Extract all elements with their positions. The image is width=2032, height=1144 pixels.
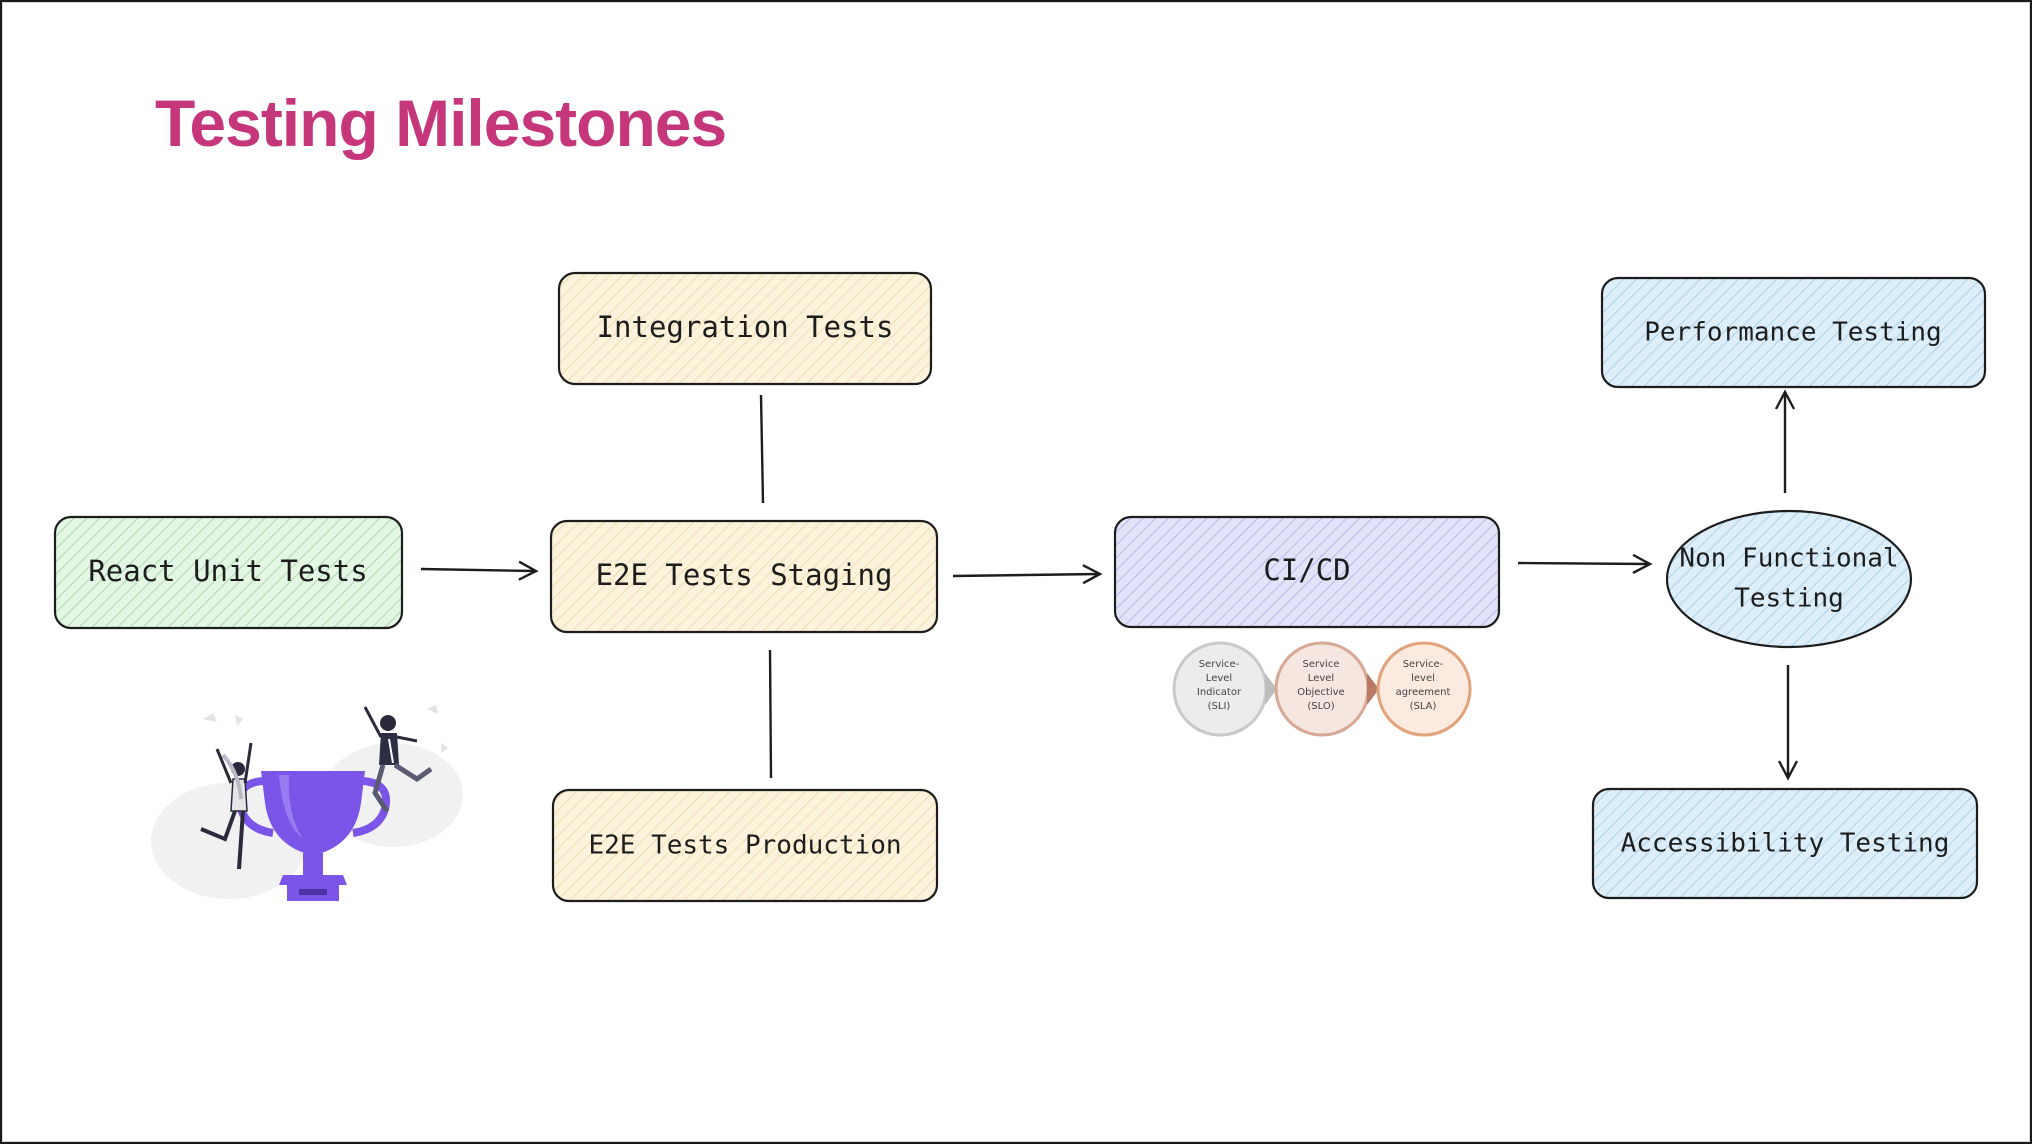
node-label: React Unit Tests [88,554,367,588]
sli-line4: (SLI) [1208,701,1231,712]
node-label: E2E Tests Production [588,831,901,861]
node-react-unit-tests: React Unit Tests [53,515,404,630]
connector-staging-production [768,649,773,779]
slo-line4: (SLO) [1307,701,1334,712]
slo-line2: Level [1308,673,1334,684]
node-label: E2E Tests Staging [596,558,893,592]
node-label-line2: Testing [1734,584,1844,614]
celebrating-person-left-icon [200,742,253,870]
sli-line3: Indicator [1197,687,1242,698]
node-label: Accessibility Testing [1621,829,1950,859]
node-ci-cd: CI/CD [1113,515,1501,629]
node-integration-tests: Integration Tests [557,271,933,386]
slo-line1: Service [1303,659,1340,670]
confetti-icon [203,713,217,722]
sla-circle: Service- level agreement (SLA) [1376,641,1472,737]
service-level-strip: Service- Level Indicator (SLI) Service L… [1166,635,1479,741]
celebrating-person-right-icon [363,706,433,813]
node-e2e-tests-production: E2E Tests Production [551,788,939,903]
arrow-staging-to-cicd [952,564,1103,585]
connector-integration-staging [759,394,765,504]
sli-circle: Service- Level Indicator (SLI) [1172,641,1277,737]
node-label-line1: Non Functional [1679,544,1898,574]
node-non-functional-testing: Non Functional Testing [1665,509,1913,649]
node-label: CI/CD [1263,553,1350,587]
arrow-cicd-to-nonfunctional [1517,553,1653,574]
node-performance-testing: Performance Testing [1600,276,1987,389]
sli-line1: Service- [1199,659,1240,670]
sla-line2: level [1411,673,1435,684]
confetti-icon [235,715,243,726]
slide-title: Testing Milestones [155,86,727,160]
milestones-diagram: React Unit Tests Integration Tests E2E T… [53,271,1987,903]
arrow-unit-to-staging [420,560,539,581]
node-label: Integration Tests [597,310,894,344]
node-label: Performance Testing [1644,318,1941,348]
slo-line3: Objective [1297,687,1344,698]
slo-circle: Service Level Objective (SLO) [1274,641,1379,737]
confetti-icon [427,705,438,714]
trophy-icon [236,771,390,901]
node-accessibility-testing: Accessibility Testing [1591,787,1979,900]
trophy-celebration-illustration [151,705,463,901]
confetti-icon [441,743,448,753]
sli-line2: Level [1206,673,1232,684]
node-e2e-tests-staging: E2E Tests Staging [549,519,939,634]
sla-line1: Service- [1403,659,1444,670]
sla-line3: agreement [1396,687,1451,698]
sla-line4: (SLA) [1410,701,1437,712]
